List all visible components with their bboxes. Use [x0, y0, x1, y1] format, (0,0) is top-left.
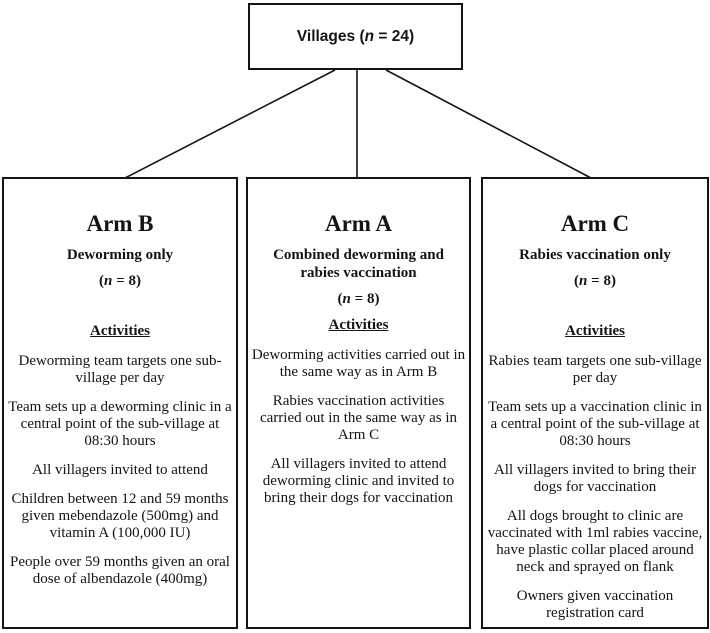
n-symbol: n: [342, 291, 351, 307]
activity-item: People over 59 months given an oral dose…: [10, 554, 230, 587]
activity-item: Deworming activities carried out in the …: [251, 347, 466, 380]
arm-box-c: Arm C Rabies vaccination only (n = 8) Ac…: [481, 177, 709, 629]
arm-title: Arm C: [560, 211, 630, 236]
arm-box-a: Arm A Combined deworming and rabies vacc…: [246, 177, 471, 629]
arm-subtitle: Deworming only: [66, 247, 174, 263]
arm-sample-size: (n = 8): [248, 290, 469, 308]
activities-heading: Activities: [90, 323, 150, 339]
arm-subtitle: Combined deworming and rabies vaccinatio…: [273, 247, 444, 281]
activity-item: Children between 12 and 59 months given …: [11, 491, 229, 541]
label-text: (: [574, 273, 580, 289]
activity-item: All villagers invited to bring their dog…: [493, 462, 697, 495]
activity-item: Rabies vaccination activities carried ou…: [259, 393, 457, 443]
villages-node: Villages (n = 24): [248, 3, 463, 70]
label-text: Villages (: [296, 27, 365, 45]
activity-item: All villagers invited to attend: [32, 462, 208, 478]
arm-sample-size: (n = 8): [483, 272, 707, 290]
villages-node-label: Villages (n = 24): [297, 28, 414, 46]
arm-box-b: Arm B Deworming only (n = 8) Activities …: [2, 177, 238, 629]
arm-sample-size: (n = 8): [4, 272, 236, 290]
label-text: (: [337, 291, 343, 307]
activity-item: Rabies team targets one sub-village per …: [488, 353, 702, 386]
n-symbol: n: [104, 273, 113, 289]
activity-item: All villagers invited to attend dewormin…: [262, 456, 455, 506]
activity-item: Deworming team targets one sub-village p…: [18, 353, 222, 386]
connector-line-left: [124, 69, 336, 179]
arm-title: Arm A: [324, 211, 393, 236]
arm-title: Arm B: [86, 211, 154, 236]
activities-heading: Activities: [328, 317, 389, 333]
activity-item: All dogs brought to clinic are vaccinate…: [487, 508, 703, 575]
label-text: = 8): [587, 273, 616, 289]
label-text: = 8): [350, 291, 380, 307]
activities-heading: Activities: [565, 323, 625, 339]
label-text: = 24): [374, 27, 415, 45]
connector-line-right: [385, 69, 592, 179]
label-text: = 8): [112, 273, 141, 289]
activity-item: Team sets up a deworming clinic in a cen…: [8, 399, 232, 449]
arm-subtitle: Rabies vaccination only: [519, 247, 671, 263]
activity-item: Owners given vaccination registration ca…: [516, 588, 674, 621]
label-text: (: [99, 273, 105, 289]
connector-lines: [124, 69, 592, 179]
n-symbol: n: [364, 27, 375, 45]
n-symbol: n: [579, 273, 588, 289]
activity-item: Team sets up a vaccination clinic in a c…: [488, 399, 702, 449]
